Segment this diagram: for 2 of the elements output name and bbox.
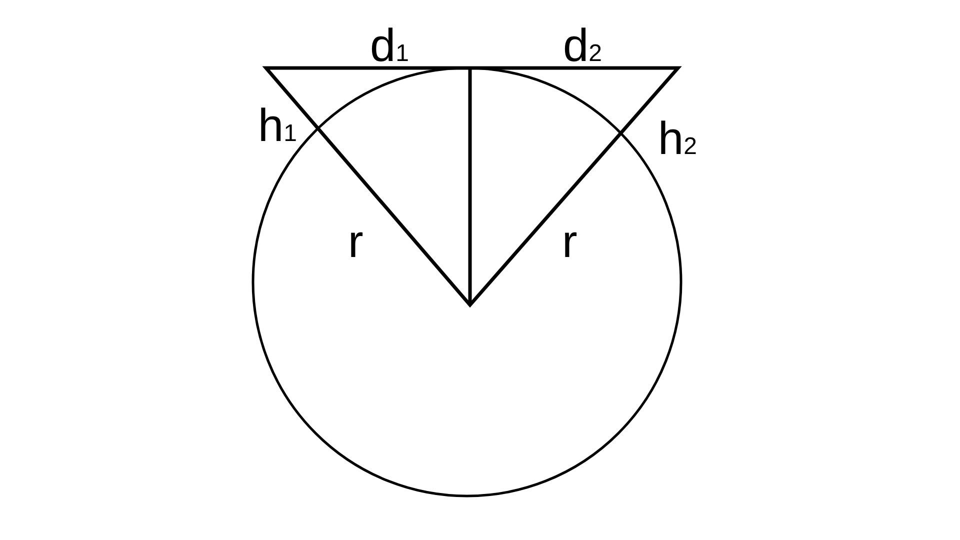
math-label: r (348, 218, 364, 264)
math-label: r (562, 218, 578, 264)
